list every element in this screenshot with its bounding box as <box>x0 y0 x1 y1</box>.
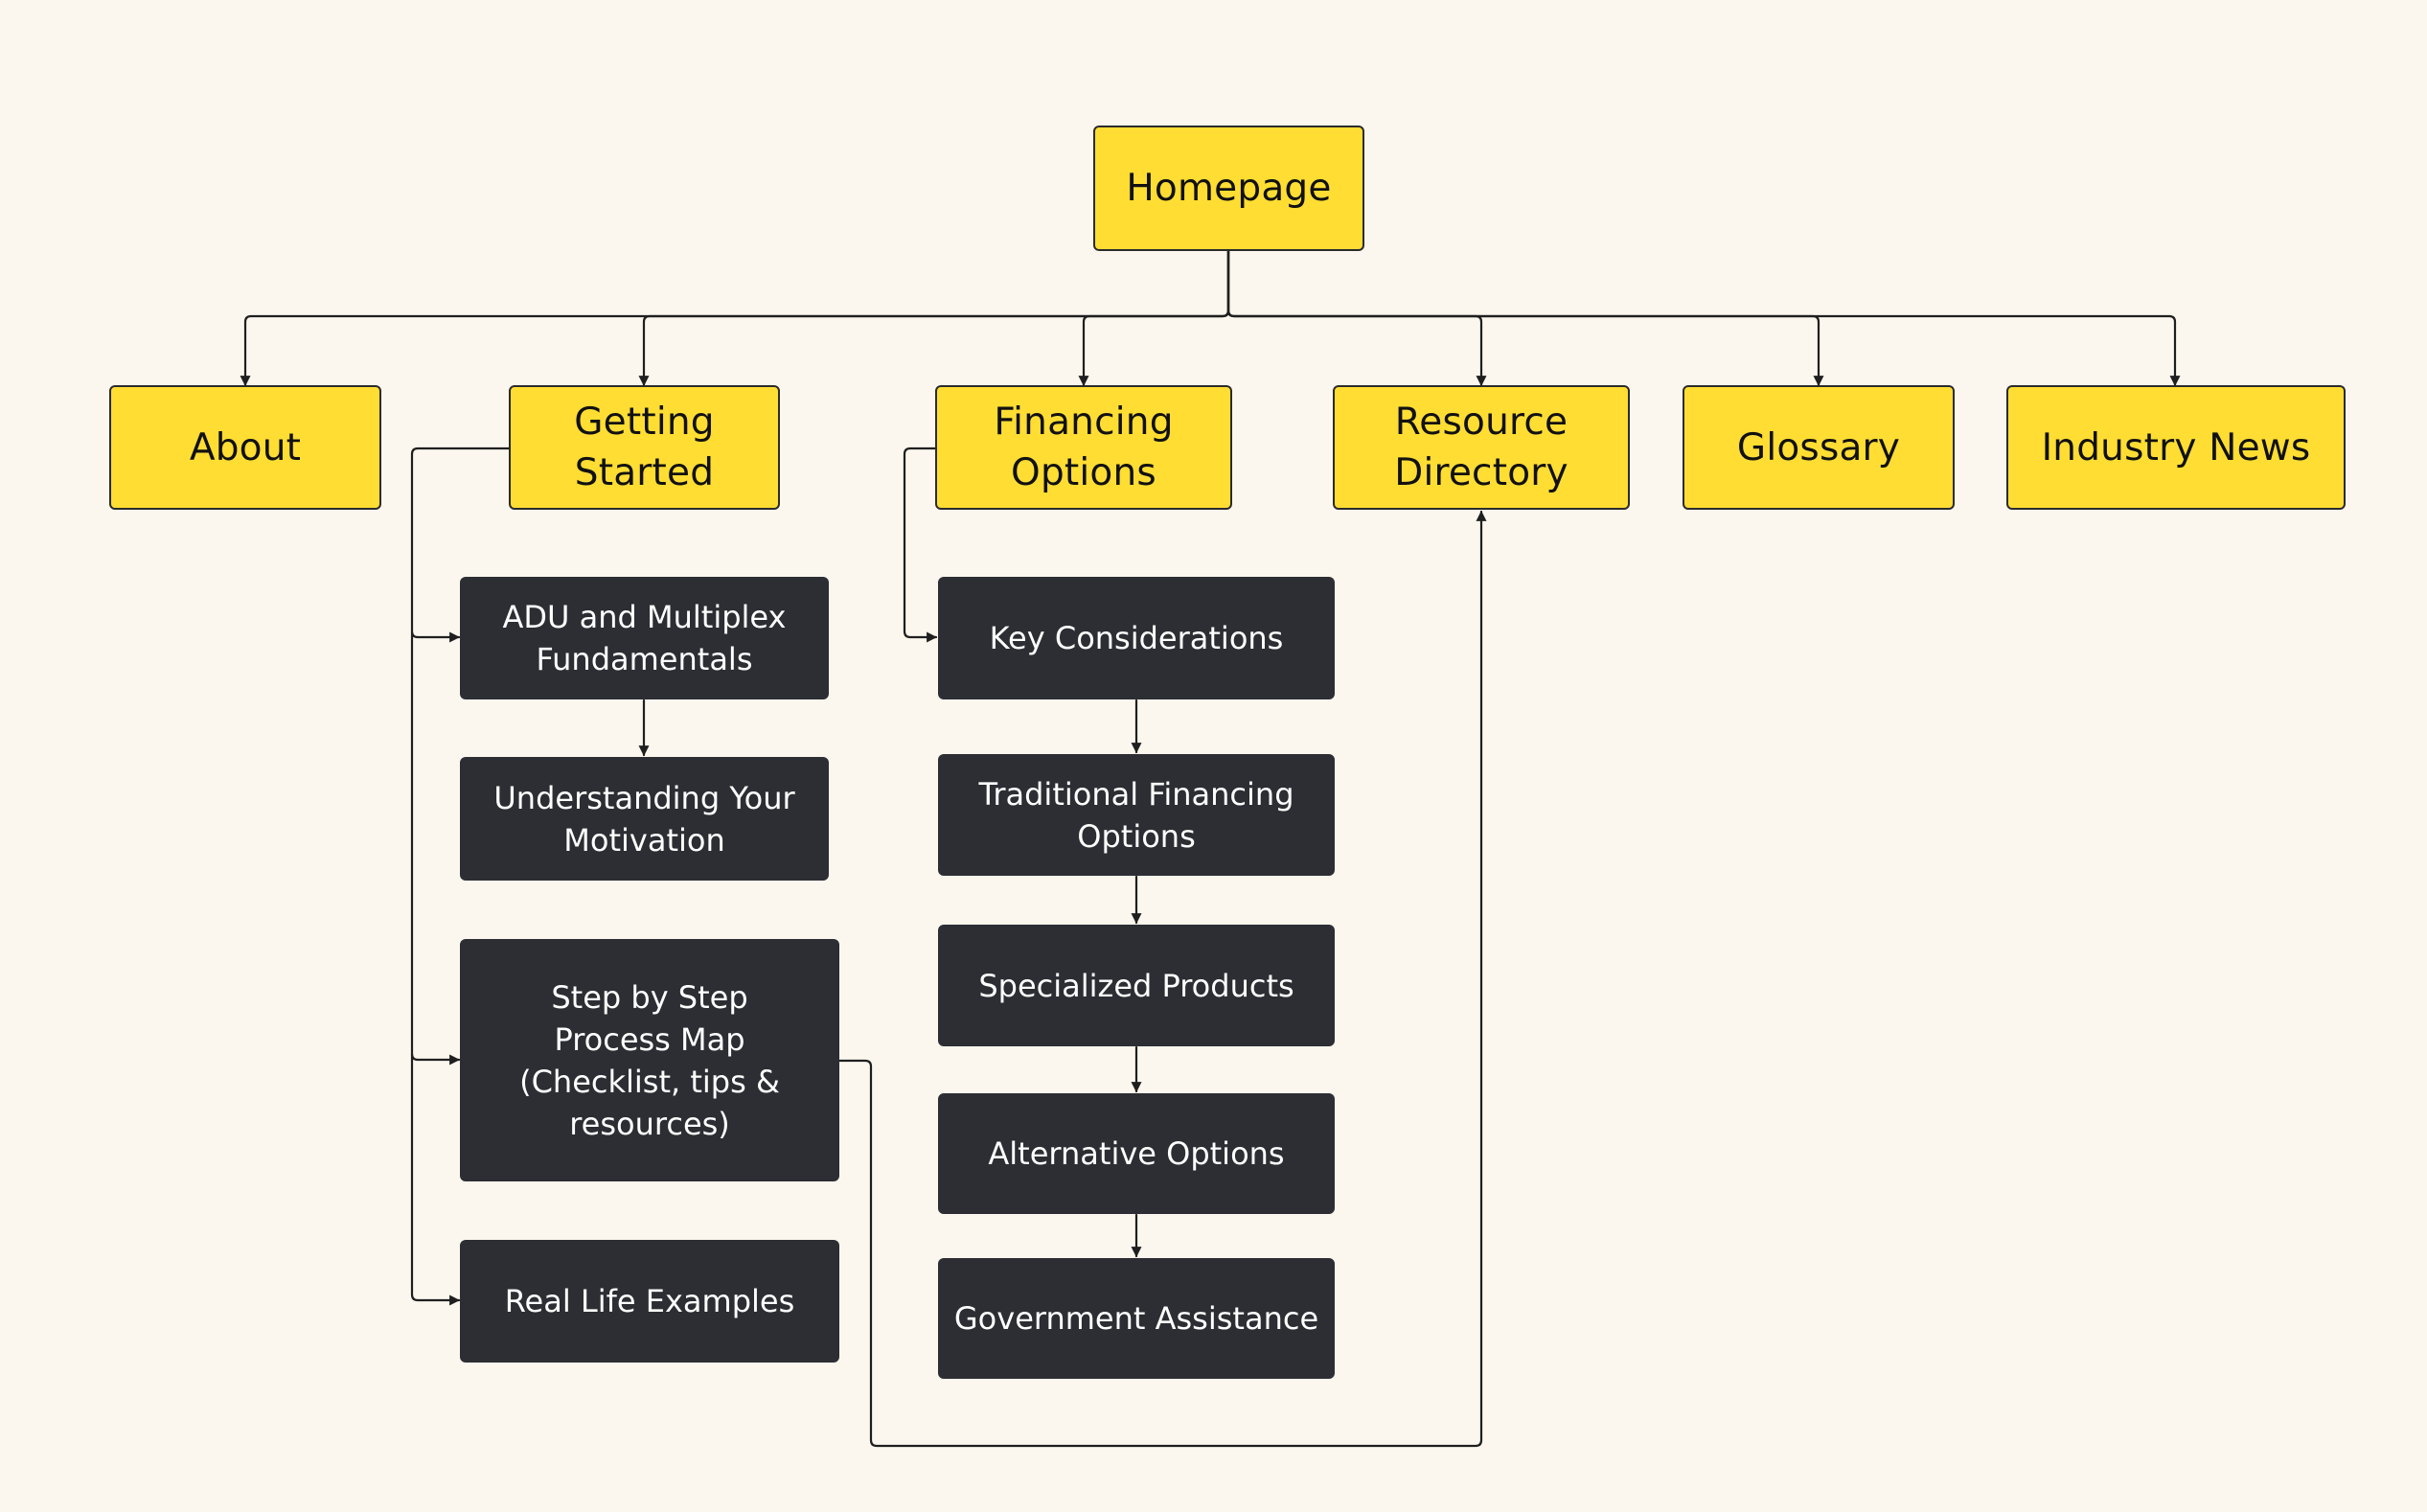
connector-process-map-resource-directory <box>837 510 1487 1448</box>
connector-gs-adu <box>410 447 511 643</box>
connector-homepage-resource-directory <box>1226 249 1487 387</box>
understanding-motivation-label: Understanding Your Motivation <box>493 779 795 859</box>
connector-homepage-financing <box>1078 249 1230 387</box>
connector-homepage-getting-started <box>638 249 1230 387</box>
government-assistance-label: Government Assistance <box>953 1300 1319 1337</box>
financing-options-label: Financing Options <box>994 401 1174 494</box>
getting-started-node[interactable]: Getting Started <box>509 385 780 510</box>
specialized-products-label: Specialized Products <box>978 967 1294 1004</box>
process-map-node[interactable]: Step by Step Process Map (Checklist, tip… <box>460 939 839 1181</box>
industry-news-node[interactable]: Industry News <box>2006 385 2346 510</box>
adu-fundamentals-label: ADU and Multiplex Fundamentals <box>502 599 787 677</box>
alternative-options-node[interactable]: Alternative Options <box>938 1093 1335 1214</box>
connector-homepage-industry-news <box>1226 249 2181 387</box>
traditional-financing-node[interactable]: Traditional Financing Options <box>938 754 1335 876</box>
process-map-label: Step by Step Process Map (Checklist, tip… <box>519 978 780 1142</box>
about-label: About <box>189 425 302 470</box>
real-life-examples-label: Real Life Examples <box>504 1283 795 1319</box>
homepage-node[interactable]: Homepage <box>1093 126 1364 251</box>
connector-gs-real-life <box>410 1052 461 1306</box>
connector-gs-process-map <box>410 630 461 1065</box>
real-life-examples-node[interactable]: Real Life Examples <box>460 1240 839 1363</box>
adu-fundamentals-node[interactable]: ADU and Multiplex Fundamentals <box>460 577 829 699</box>
key-considerations-node[interactable]: Key Considerations <box>938 577 1335 699</box>
alternative-options-label: Alternative Options <box>988 1135 1285 1172</box>
connector-fo-key <box>903 447 938 643</box>
homepage-label: Homepage <box>1126 167 1332 210</box>
key-considerations-label: Key Considerations <box>989 620 1284 656</box>
government-assistance-node[interactable]: Government Assistance <box>938 1258 1335 1379</box>
specialized-products-node[interactable]: Specialized Products <box>938 925 1335 1046</box>
glossary-node[interactable]: Glossary <box>1683 385 1955 510</box>
traditional-financing-label: Traditional Financing Options <box>978 775 1294 855</box>
about-node[interactable]: About <box>109 385 381 510</box>
industry-news-label: Industry News <box>2041 425 2311 470</box>
connector-homepage-glossary <box>1226 249 1824 387</box>
resource-directory-label: Resource Directory <box>1394 401 1568 494</box>
understanding-motivation-node[interactable]: Understanding Your Motivation <box>460 757 829 881</box>
resource-directory-node[interactable]: Resource Directory <box>1333 385 1630 510</box>
connector-homepage-about <box>240 249 1230 387</box>
glossary-label: Glossary <box>1736 425 1901 470</box>
getting-started-label: Getting Started <box>574 401 715 494</box>
financing-options-node[interactable]: Financing Options <box>935 385 1232 510</box>
